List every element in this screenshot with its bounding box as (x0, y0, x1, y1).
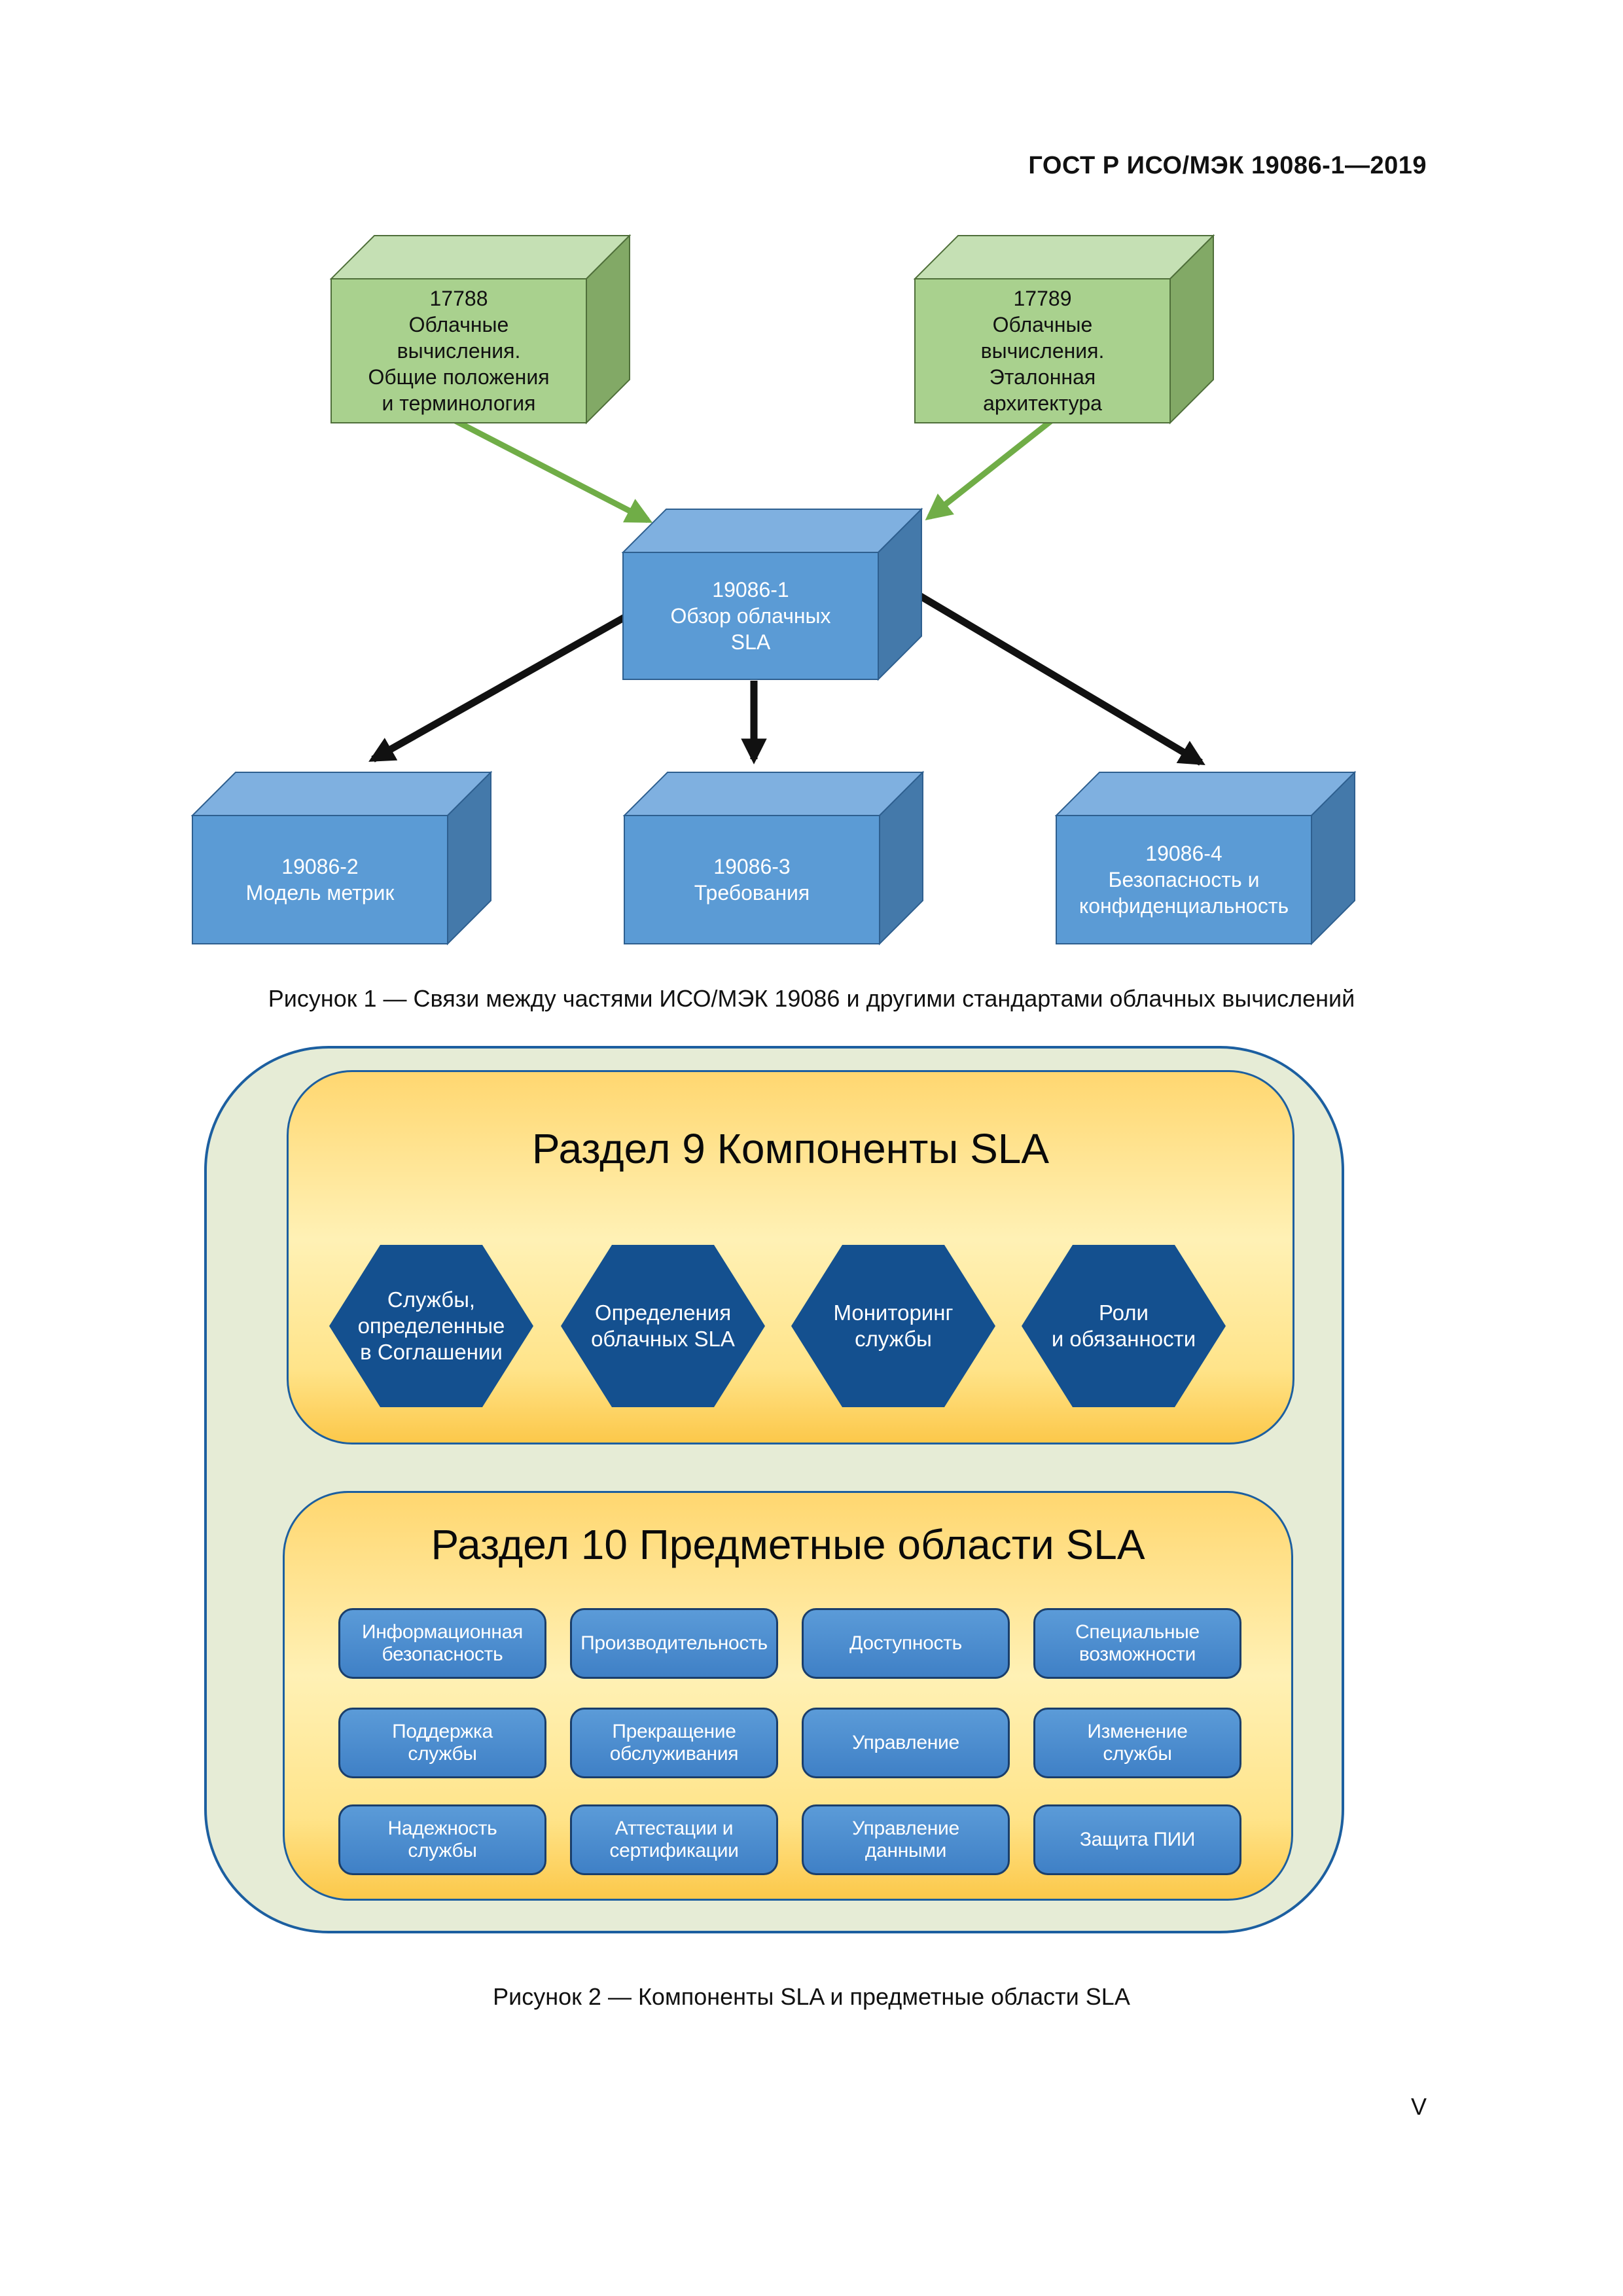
area-pii-protection: Защита ПИИ (1033, 1804, 1241, 1875)
area-service-support: Поддержка службы (338, 1708, 546, 1778)
area-service-reliability: Надежность службы (338, 1804, 546, 1875)
area-12-line-1: Защита ПИИ (1079, 1829, 1196, 1850)
area-attestations-certifications: Аттестации и сертификации (570, 1804, 778, 1875)
cube-17788-line-1: 17788 (429, 287, 488, 310)
section9-title: Раздел 9 Компоненты SLA (531, 1125, 1050, 1172)
area-availability: Доступность (802, 1608, 1010, 1679)
cube-19086-2-shape (190, 770, 493, 946)
cube-17788-line-3: вычисления. (397, 339, 521, 363)
area-4-line-2: возможности (1079, 1643, 1196, 1665)
area-performance: Производительность (570, 1608, 778, 1679)
area-8-line-2: службы (1103, 1743, 1172, 1765)
component-services-defined-in-agreement: Службы, определенные в Соглашении (329, 1245, 533, 1407)
area-9-line-1: Надежность (387, 1818, 497, 1839)
section10-panel: Раздел 10 Предметные области SLA Информа… (283, 1491, 1293, 1901)
area-1-line-2: безопасность (382, 1643, 503, 1665)
component-3-line-1: Мониторинг (833, 1300, 954, 1325)
cube-iso-17789: 17789 Облачные вычисления. Эталонная арх… (913, 234, 1215, 425)
cube-19086-2: 19086-2 Модель метрик (190, 770, 493, 946)
area-9-line-2: службы (408, 1840, 477, 1861)
area-10-line-1: Аттестации и (615, 1818, 734, 1839)
component-service-monitoring: Мониторинг службы (791, 1245, 995, 1407)
area-6-line-1: Прекращение (612, 1721, 736, 1742)
area-7-line-1: Управление (852, 1732, 959, 1753)
component-roles-and-responsibilities: Роли и обязанности (1022, 1245, 1226, 1407)
component-1-line-1: Службы, (387, 1287, 476, 1312)
cube-19086-3-shape (622, 770, 925, 946)
area-3-line-1: Доступность (849, 1632, 962, 1654)
area-8-line-1: Изменение (1087, 1721, 1188, 1742)
cube-17788-line-4: Общие положения (368, 365, 550, 389)
cube-17788-line-2: Облачные (408, 313, 509, 336)
cube-19086-4-line-1: 19086-4 (1145, 842, 1222, 865)
area-11-line-1: Управление (852, 1818, 959, 1839)
component-1-line-2: определенные (357, 1314, 505, 1338)
cube-19086-1-line-1: 19086-1 (712, 578, 789, 601)
area-4-line-1: Специальные (1075, 1621, 1200, 1643)
cube-iso-17789-shape (913, 234, 1215, 425)
standard-number-header: ГОСТ Р ИСО/МЭК 19086-1—2019 (1028, 152, 1427, 179)
component-3-line-2: службы (855, 1327, 932, 1351)
cube-19086-1-line-3: SLA (730, 630, 771, 654)
cube-19086-4-shape (1054, 770, 1357, 946)
cube-19086-3-line-2: Требования (694, 881, 810, 905)
area-5-line-1: Поддержка (392, 1721, 493, 1742)
arrow-17788-to-19086-1 (450, 416, 653, 523)
component-cloud-sla-definitions: Определения облачных SLA (561, 1245, 765, 1407)
figure2-caption: Рисунок 2 — Компоненты SLA и предметные … (493, 1983, 1130, 2010)
cube-19086-1-shape (621, 507, 923, 681)
section9-panel: Раздел 9 Компоненты SLA Службы, определе… (287, 1070, 1294, 1444)
area-10-line-2: сертификации (609, 1840, 739, 1861)
area-data-management: Управление данными (802, 1804, 1010, 1875)
cube-19086-4: 19086-4 Безопасность и конфиденциальност… (1054, 770, 1357, 946)
component-4-line-2: и обязанности (1051, 1327, 1196, 1351)
arrow-19086-1-to-19086-2 (368, 612, 630, 762)
area-5-line-2: службы (408, 1743, 477, 1765)
component-2-line-1: Определения (594, 1300, 732, 1325)
area-service-changes: Изменение службы (1033, 1708, 1241, 1778)
cube-19086-4-line-3: конфиденциальность (1079, 894, 1289, 918)
cube-iso-17788: 17788 Облачные вычисления. Общие положен… (329, 234, 632, 425)
area-11-line-2: данными (865, 1840, 947, 1861)
cube-19086-2-line-1: 19086-2 (281, 855, 359, 878)
area-termination-of-service: Прекращение обслуживания (570, 1708, 778, 1778)
arrow-19086-1-to-19086-4 (918, 592, 1205, 766)
cube-17788-line-5: и терминология (382, 391, 536, 415)
area-2-line-1: Производительность (580, 1632, 768, 1654)
cube-19086-1-line-2: Обзор облачных (670, 604, 831, 628)
cube-17789-line-5: архитектура (983, 391, 1102, 415)
area-accessibility: Специальные возможности (1033, 1608, 1241, 1679)
cube-19086-2-line-2: Модель метрик (245, 881, 395, 905)
area-1-line-1: Информационная (362, 1621, 523, 1643)
cube-17789-line-1: 17789 (1013, 287, 1072, 310)
cube-17789-line-3: вычисления. (980, 339, 1105, 363)
area-information-security: Информационная безопасность (338, 1608, 546, 1679)
area-governance: Управление (802, 1708, 1010, 1778)
cube-17789-line-2: Облачные (992, 313, 1093, 336)
cube-17789-line-4: Эталонная (989, 365, 1096, 389)
component-4-line-1: Роли (1099, 1300, 1149, 1325)
cube-iso-17788-shape (329, 234, 632, 425)
component-2-line-2: облачных SLA (591, 1327, 735, 1351)
area-6-line-2: обслуживания (609, 1743, 739, 1765)
page-number: V (1410, 2093, 1427, 2120)
cube-19086-3-line-1: 19086-3 (713, 855, 791, 878)
section10-title: Раздел 10 Предметные области SLA (431, 1521, 1145, 1568)
cube-19086-3: 19086-3 Требования (622, 770, 925, 946)
cube-19086-4-line-2: Безопасность и (1108, 868, 1260, 891)
cube-19086-1: 19086-1 Обзор облачных SLA (621, 507, 923, 681)
connector-arrows (368, 416, 1205, 766)
arrow-17789-to-19086-1 (925, 416, 1056, 521)
component-1-line-3: в Соглашении (360, 1340, 503, 1364)
figure1-caption: Рисунок 1 — Связи между частями ИСО/МЭК … (268, 985, 1355, 1012)
